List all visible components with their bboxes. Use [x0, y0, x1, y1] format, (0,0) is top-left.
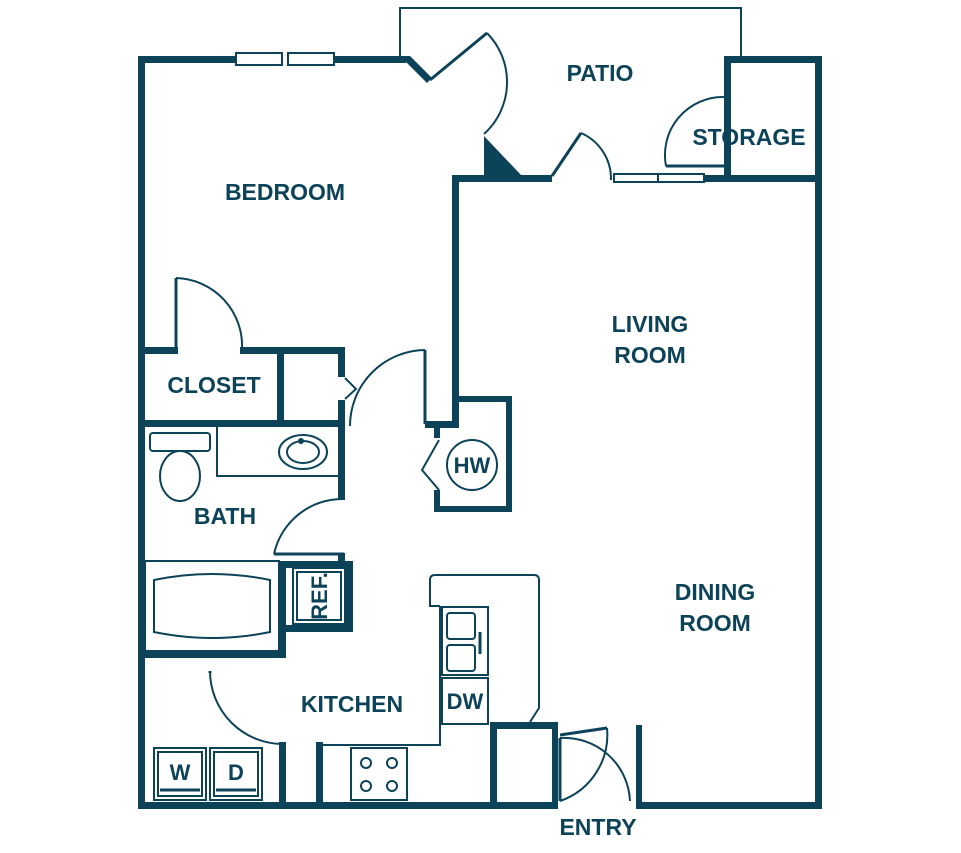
room-label-storage: STORAGE: [692, 124, 806, 150]
room-label-kitchen: KITCHEN: [300, 691, 404, 717]
fixture-label-washer: W: [169, 760, 191, 785]
room-label-bath: BATH: [193, 503, 257, 529]
entry-door: [558, 725, 642, 809]
patio-wall: [455, 136, 822, 183]
closet-walls: [138, 347, 345, 427]
room-label-entry: ENTRY: [559, 814, 637, 840]
kitchen-counter: [316, 574, 540, 809]
toilet: [149, 432, 211, 502]
laundry-walls: [279, 742, 286, 809]
room-label-living-line1: LIVING: [611, 311, 689, 337]
room-label-patio: PATIO: [566, 60, 634, 86]
bath-door: [273, 497, 345, 556]
patio-outline: [399, 7, 742, 58]
living-patio-door: [550, 132, 613, 181]
exterior-walls: [138, 56, 822, 809]
bedroom-window: [235, 52, 335, 66]
patio-door: [429, 31, 509, 135]
dishwasher-box: [441, 677, 489, 725]
water-heater: [446, 439, 498, 491]
bedroom-partition: [420, 175, 512, 512]
bedroom-door: [349, 349, 427, 427]
bathtub: [144, 560, 280, 652]
laundry-door: [208, 670, 284, 745]
room-label-bedroom: BEDROOM: [224, 179, 346, 205]
room-label-dining-line1: DINING: [674, 579, 756, 605]
room-label-closet: CLOSET: [167, 372, 261, 398]
fixture-label-water-heater: HW: [453, 453, 491, 478]
kitchen-sink: [441, 606, 489, 676]
closet-door: [174, 277, 244, 351]
fixture-label-dryer: D: [228, 760, 244, 785]
vanity: [216, 427, 338, 477]
storage-door: [663, 95, 725, 168]
entry-closet: [490, 722, 558, 809]
refrigerator: [286, 561, 353, 632]
fixture-label-dishwasher: DW: [446, 689, 484, 714]
linen-closet-door: [344, 377, 358, 400]
room-label-dining-line2: ROOM: [679, 610, 751, 636]
room-label-living-line2: ROOM: [614, 342, 686, 368]
washer: [153, 747, 207, 801]
fixture-label-refrigerator: REF.: [307, 572, 332, 620]
dryer: [209, 747, 263, 801]
